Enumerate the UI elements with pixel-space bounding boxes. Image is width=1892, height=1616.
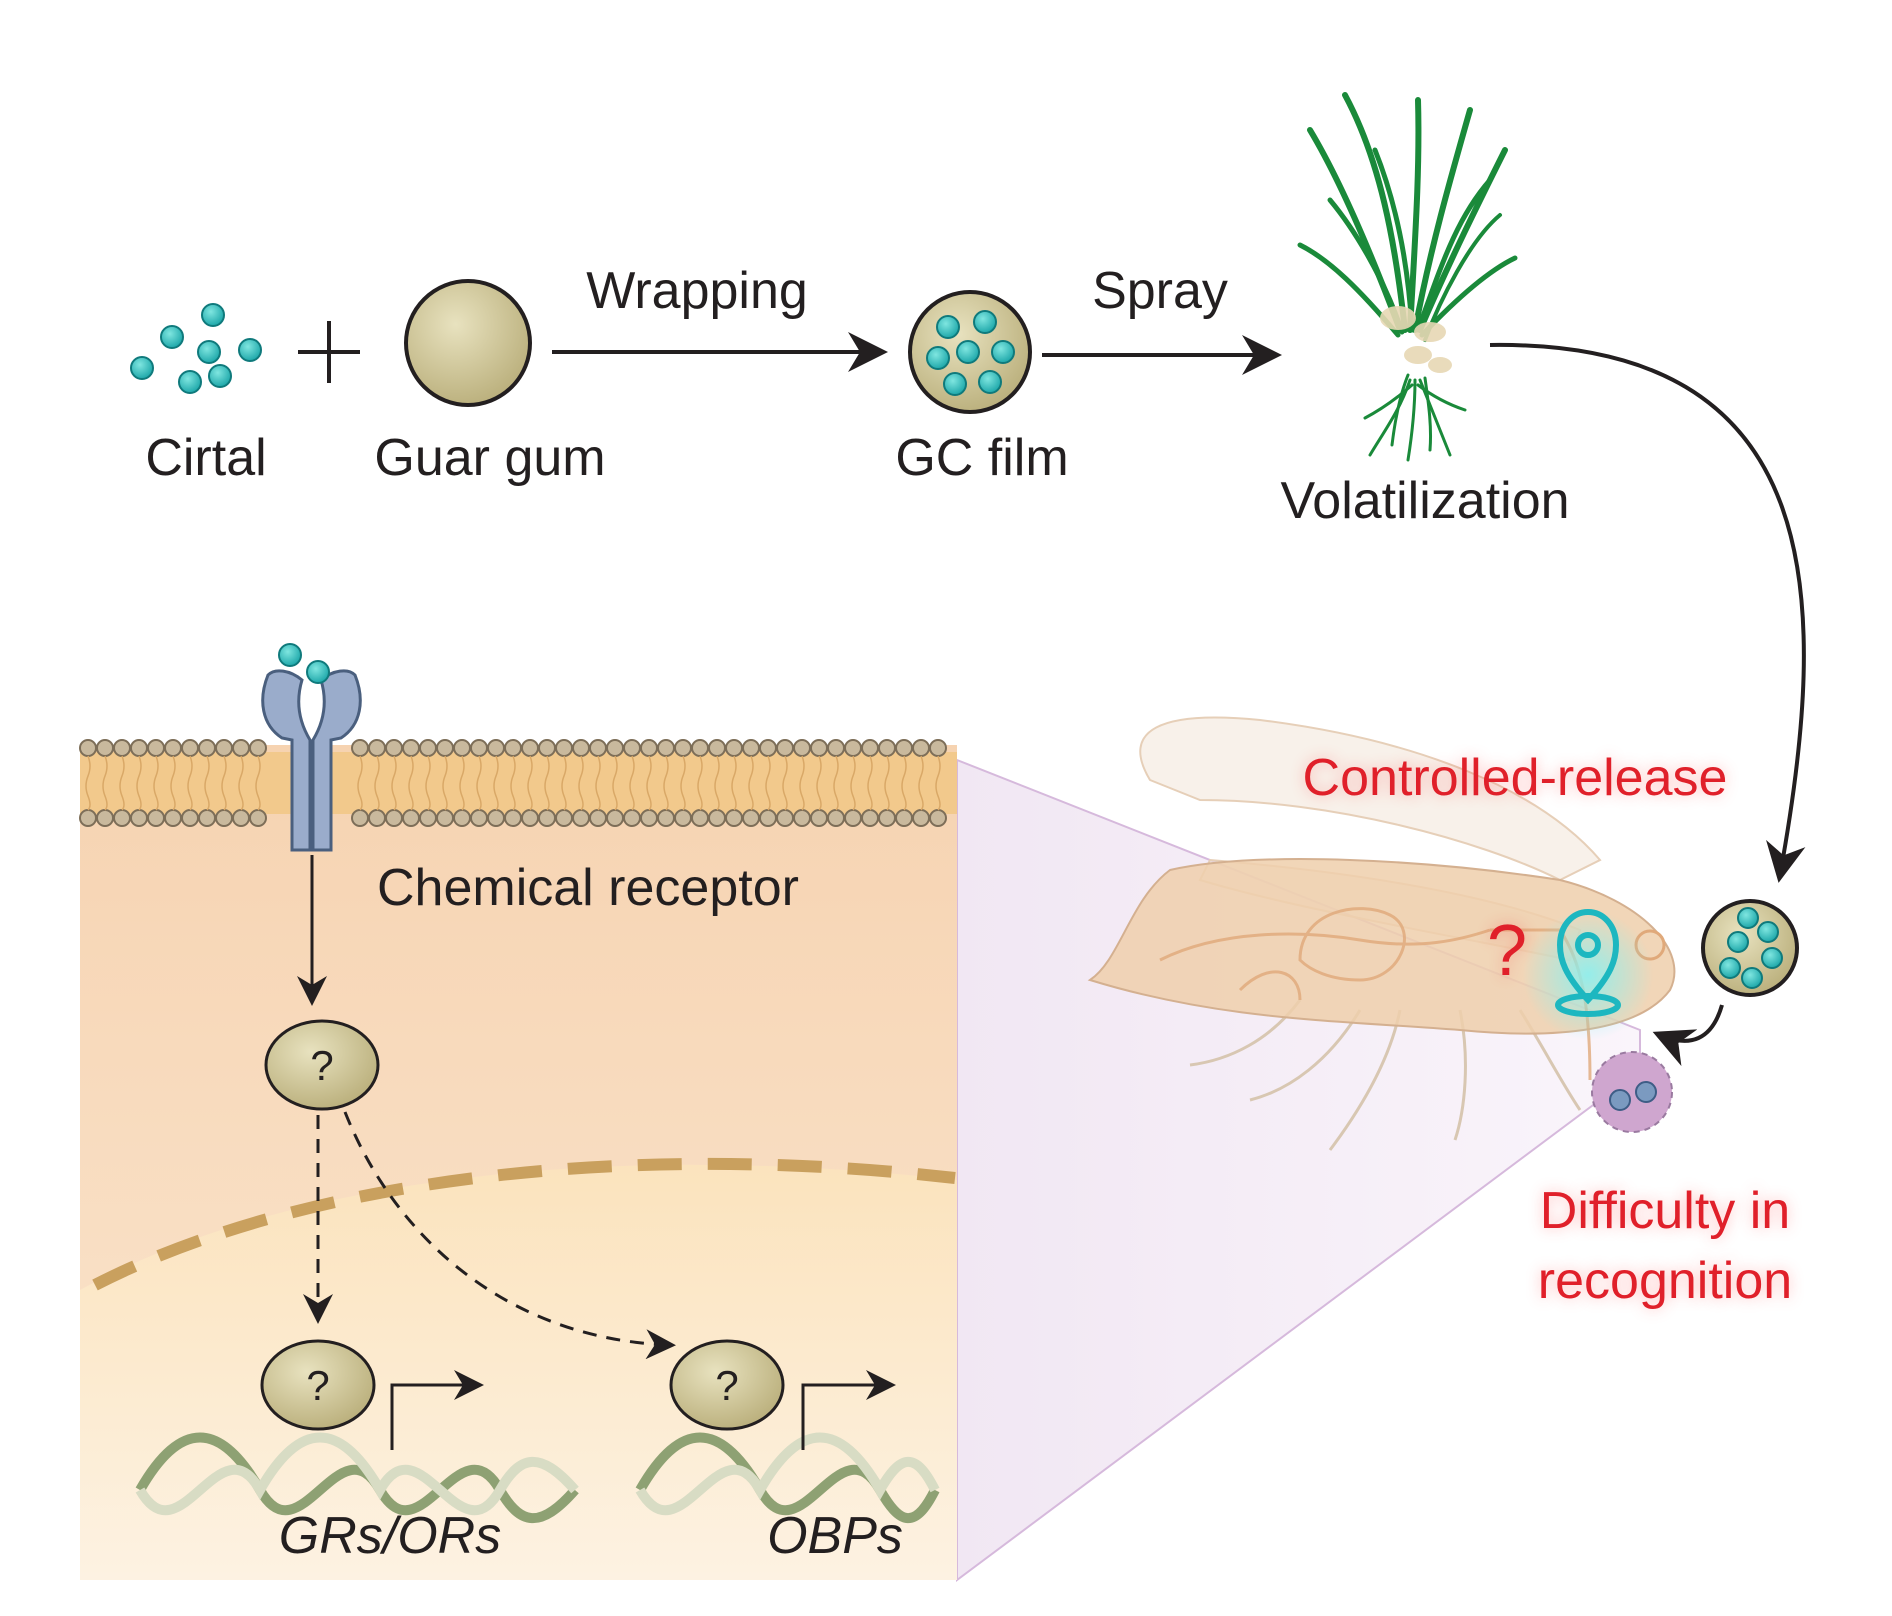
chemical-receptor-icon <box>261 669 362 852</box>
guar-gum-ball <box>404 279 532 407</box>
gc-film-release-particle <box>1701 899 1799 997</box>
tf-right-question-mark: ? <box>715 1362 739 1409</box>
citral-dot <box>178 370 202 394</box>
citral-dot <box>208 364 232 388</box>
citral-dot <box>201 303 225 327</box>
tss-arrow-right <box>801 1370 896 1450</box>
dna-helix-right <box>635 1432 940 1524</box>
lipid-bilayer <box>79 739 957 827</box>
wrapping-label: Wrapping <box>586 262 808 320</box>
gene-label-obps: OBPs <box>767 1507 903 1565</box>
citral-dot <box>238 338 262 362</box>
rice-roots <box>1363 373 1467 462</box>
unknown-transducer <box>264 1019 380 1111</box>
release-arrow <box>1652 1004 1724 1067</box>
controlled-release-label: Controlled-release <box>1302 749 1728 807</box>
dna-helix-left <box>135 1432 579 1524</box>
tss-arrow-left <box>390 1370 484 1450</box>
transducer-question-mark: ? <box>310 1042 334 1089</box>
plus-symbol <box>298 321 360 383</box>
transcription-factor-right <box>669 1339 785 1431</box>
citral-dot <box>130 356 154 380</box>
chemical-receptor-label: Chemical receptor <box>377 859 799 917</box>
gc-film-label: GC film <box>895 429 1069 487</box>
insect-question-mark: ? <box>1487 911 1528 991</box>
rice-plant-icon <box>1297 92 1518 342</box>
bound-ligand <box>278 643 330 684</box>
transcription-factor-left <box>260 1339 376 1431</box>
difficulty-label-line1: Difficulty in <box>1539 1182 1791 1240</box>
sprayed-film-spots <box>1380 306 1452 373</box>
spray-label: Spray <box>1092 262 1228 320</box>
location-glow <box>1523 910 1653 1040</box>
dashed-arrow-right <box>343 1111 676 1360</box>
guar-gum-label: Guar gum <box>374 429 606 487</box>
citral-dot <box>160 325 184 349</box>
nuclear-envelope <box>92 1157 956 1291</box>
gc-film-particle <box>908 290 1032 414</box>
citral-molecules <box>130 303 262 394</box>
location-pin-icon <box>1555 908 1621 1017</box>
receptor-sensillum <box>1591 1051 1673 1133</box>
volatilization-curve-arrow <box>1489 342 1806 883</box>
citral-dot <box>197 340 221 364</box>
cirtal-label: Cirtal <box>145 429 267 487</box>
gene-label-grs-ors: GRs/ORs <box>278 1507 502 1565</box>
tf-left-question-mark: ? <box>306 1362 330 1409</box>
difficulty-label-line2: recognition <box>1537 1252 1793 1310</box>
cell-nucleus <box>80 1164 957 1580</box>
volatilization-label: Volatilization <box>1280 472 1570 530</box>
